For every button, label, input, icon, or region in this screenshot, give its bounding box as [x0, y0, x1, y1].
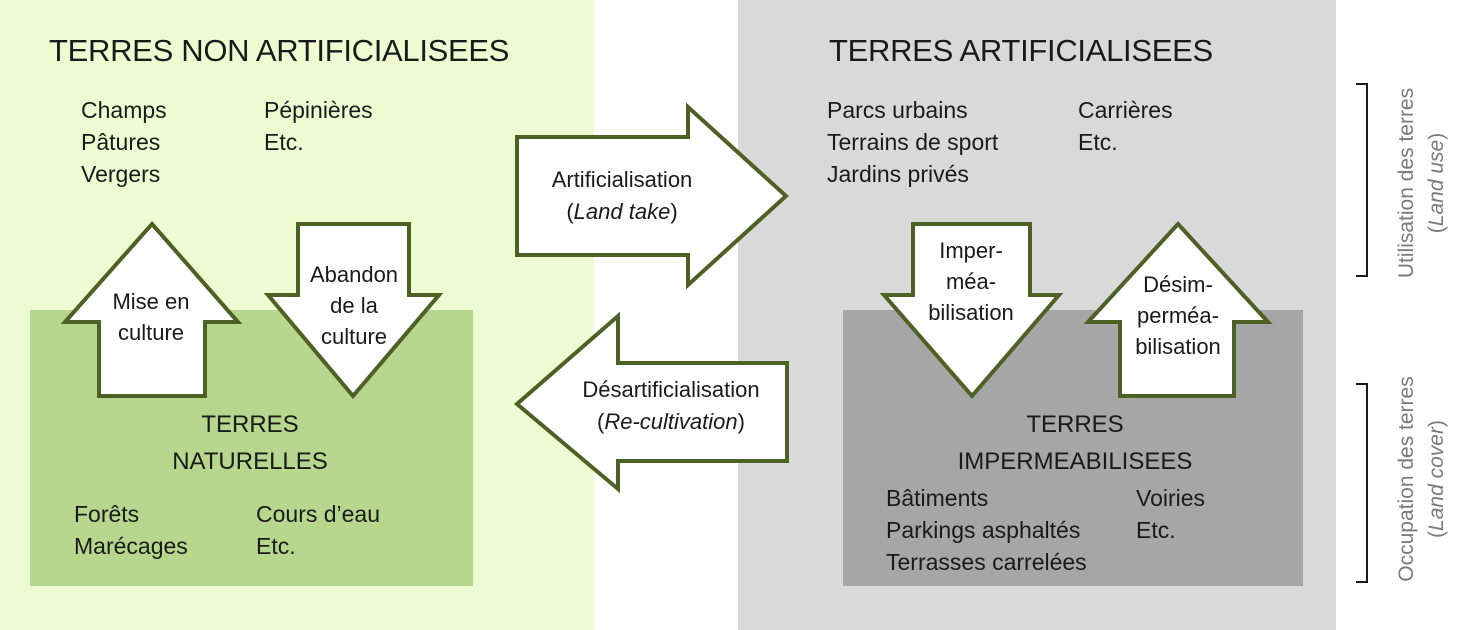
desartificialisation-english: (Re-cultivation) [597, 409, 745, 434]
artificialisation-label: Artificialisation (Land take) [517, 164, 727, 228]
non-artificial-lands-title: TERRES NON ARTIFICIALISEES [49, 33, 510, 68]
non-artificial-examples-col1: Champs Pâtures Vergers [81, 97, 167, 187]
natural-examples-col1: Forêts Marécages [74, 501, 188, 559]
mise-en-culture-label: Mise en culture [112, 289, 190, 345]
artificialisation-text: Artificialisation [551, 167, 693, 192]
natural-examples-col2: Cours d’eau Etc. [256, 501, 381, 559]
artificialisation-arrow [515, 102, 789, 290]
land-cover-bracket [1356, 383, 1368, 583]
desimpermeabilisation-arrow [1083, 221, 1273, 398]
impermeable-lands-title: TERRES IMPERMEABILISEES [957, 411, 1193, 475]
natural-lands-title: TERRES NATURELLES [172, 411, 328, 475]
desartificialisation-text: Désartificialisation [582, 377, 760, 402]
non-artificial-examples-col2: Pépinières Etc. [264, 97, 373, 155]
abandon-culture-arrow [263, 222, 444, 400]
desartificialisation-arrow [513, 311, 789, 494]
abandon-culture-label: Abandon de la culture [309, 262, 399, 349]
mise-en-culture-arrow [60, 220, 243, 398]
desimpermeabilisation-label: Désim- perméa- bilisation [1135, 272, 1221, 359]
impermeabilisation-arrow [879, 222, 1064, 400]
impermeable-examples-col1: Bâtiments Parkings asphaltés Terrasses c… [886, 485, 1087, 575]
land-use-bracket [1356, 83, 1368, 277]
desartificialisation-label: Désartificialisation (Re-cultivation) [560, 374, 782, 438]
artificial-examples-col1: Parcs urbains Terrains de sport Jardins … [827, 97, 999, 187]
land-use-label: Utilisation des terres (Land use) [1395, 87, 1448, 279]
artificial-lands-title: TERRES ARTIFICIALISEES [829, 33, 1213, 68]
artificialisation-english: (Land take) [566, 199, 678, 224]
impermeable-examples-col2: Voiries Etc. [1136, 485, 1206, 543]
artificial-examples-col2: Carrières Etc. [1078, 97, 1173, 155]
land-cover-label: Occupation des terres (Land cover) [1395, 376, 1448, 582]
impermeabilisation-label: Imper- méa- bilisation [928, 238, 1014, 325]
